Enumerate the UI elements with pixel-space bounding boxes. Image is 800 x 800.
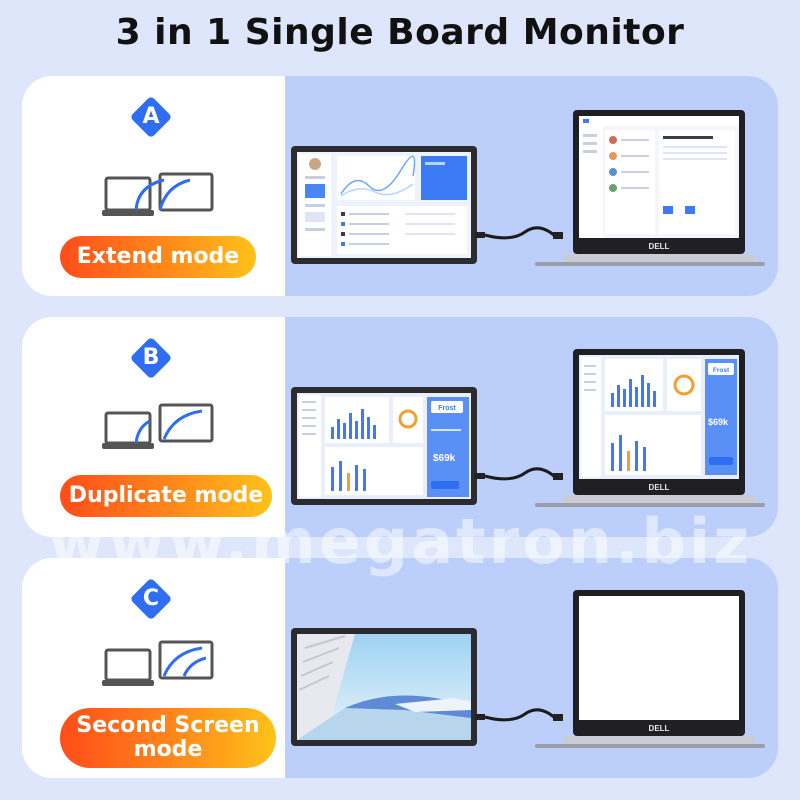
mode-badge-b: B — [129, 336, 173, 380]
svg-text:DELL: DELL — [649, 724, 670, 733]
extend-mode-icon — [102, 172, 214, 216]
duplicate-mode-icon — [102, 403, 214, 449]
laptop-brand-logo: DELL — [649, 242, 670, 251]
mode-panel-extend: A Extend mode — [22, 76, 778, 296]
second-screen-mode-icon — [102, 640, 214, 686]
svg-text:Frost: Frost — [713, 367, 730, 374]
mode-panel-second-screen: C Second Screen mode — [22, 558, 778, 778]
dashboard-value: $69k — [433, 453, 456, 464]
svg-text:DELL: DELL — [649, 483, 670, 492]
page-title: 3 in 1 Single Board Monitor — [115, 12, 685, 53]
mode-panel-duplicate: B Duplicate mode — [22, 317, 778, 537]
extend-mode-label: Extend mode — [60, 236, 256, 278]
duplicate-scene: Frost $69k Frost $69k — [291, 349, 765, 507]
mode-badge-c: C — [129, 577, 173, 621]
duplicate-mode-label: Duplicate mode — [60, 475, 272, 517]
second-screen-mode-label: Second Screen mode — [60, 708, 276, 768]
mode-badge-a: A — [129, 95, 173, 139]
svg-text:$69k: $69k — [708, 417, 729, 427]
extend-scene: DELL — [291, 110, 765, 266]
frost-brand-label: Frost — [438, 405, 456, 412]
second-screen-scene: DELL — [291, 590, 765, 748]
